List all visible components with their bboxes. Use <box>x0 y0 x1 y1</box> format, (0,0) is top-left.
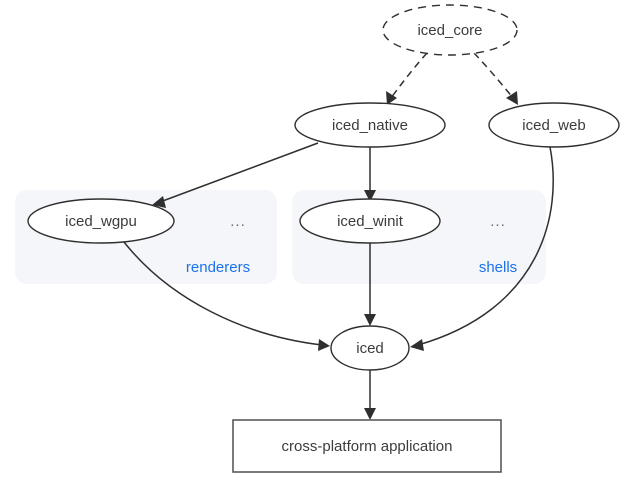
node-iced[interactable]: iced <box>330 325 410 371</box>
node-iced_web[interactable]: iced_web <box>488 102 620 148</box>
edge-iced_native-to-iced_wgpu <box>152 142 319 208</box>
node-iced_wgpu-shape[interactable] <box>27 198 175 244</box>
edge-iced-to-application-arrowhead <box>364 408 376 420</box>
node-iced_wgpu-label: iced_wgpu <box>65 213 137 230</box>
node-application-label: cross-platform application <box>282 438 453 455</box>
node-iced_winit-label: iced_winit <box>337 213 404 230</box>
edge-iced_winit-to-iced-arrowhead <box>364 314 376 326</box>
edge-iced_web-to-iced <box>410 146 554 351</box>
node-iced_native-shape[interactable] <box>294 102 446 148</box>
node-iced_winit[interactable]: iced_winit <box>299 198 441 244</box>
edge-iced_core-to-iced_web-line <box>473 52 514 99</box>
cluster-shells-label: shells <box>479 259 517 276</box>
edge-iced_core-to-iced_native <box>386 52 428 105</box>
edge-iced_native-to-iced_winit <box>364 147 376 202</box>
node-iced_core-shape[interactable] <box>382 4 518 56</box>
ellipsis-renderers: ... <box>230 213 246 230</box>
edge-iced_native-to-iced_wgpu-line <box>159 142 319 203</box>
edge-iced_web-to-iced-line <box>417 146 554 346</box>
node-iced-shape[interactable] <box>330 325 410 371</box>
edge-iced_core-to-iced_web-arrowhead <box>506 91 518 105</box>
node-iced_wgpu[interactable]: iced_wgpu <box>27 198 175 244</box>
edge-iced-to-application <box>364 370 376 420</box>
edge-iced_native-to-iced_wgpu-arrowhead <box>152 196 166 208</box>
ellipsis-shells: ... <box>490 213 506 230</box>
node-iced_web-label: iced_web <box>522 117 585 134</box>
node-iced_core-label: iced_core <box>417 22 482 39</box>
node-iced_native-label: iced_native <box>332 117 408 134</box>
node-iced_web-shape[interactable] <box>488 102 620 148</box>
edge-iced_winit-to-iced <box>364 243 376 326</box>
edge-iced_wgpu-to-iced-line <box>123 241 323 346</box>
node-application[interactable]: cross-platform application <box>232 419 502 473</box>
cluster-renderers-label: renderers <box>186 259 250 276</box>
edge-iced_native-to-iced_winit-arrowhead <box>364 190 376 202</box>
node-iced-label: iced <box>356 340 384 357</box>
edge-iced_core-to-iced_web <box>473 52 518 105</box>
node-iced_native[interactable]: iced_native <box>294 102 446 148</box>
node-iced_core[interactable]: iced_core <box>382 4 518 56</box>
edge-iced_core-to-iced_native-line <box>390 52 428 99</box>
edge-iced_wgpu-to-iced <box>123 241 330 351</box>
node-application-shape[interactable] <box>232 419 502 473</box>
node-iced_winit-shape[interactable] <box>299 198 441 244</box>
edge-iced_web-to-iced-arrowhead <box>410 339 424 351</box>
edge-iced_wgpu-to-iced-arrowhead <box>318 339 330 351</box>
edge-iced_core-to-iced_native-arrowhead <box>386 91 397 105</box>
